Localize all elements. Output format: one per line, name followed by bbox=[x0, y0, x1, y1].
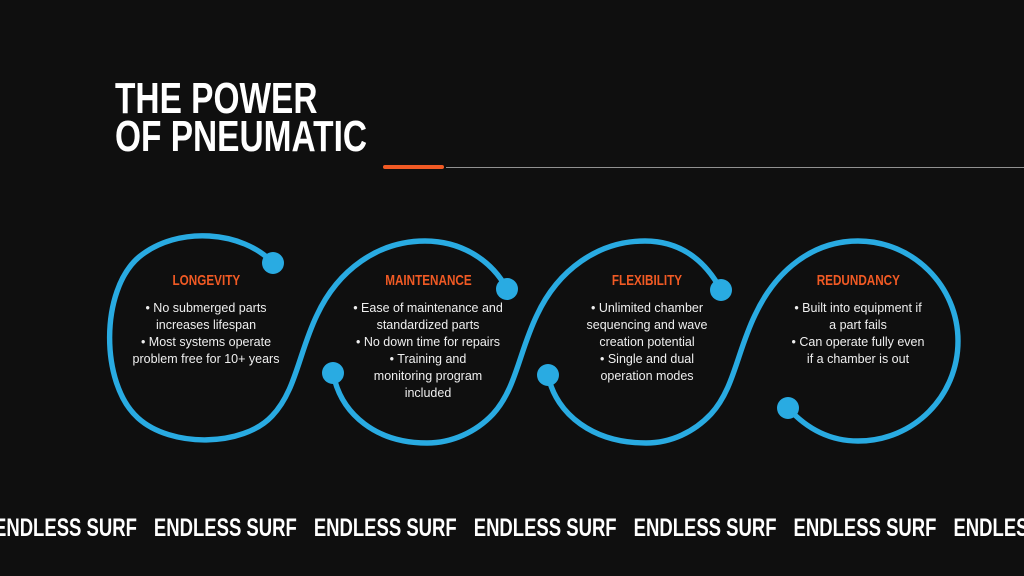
card-bullet-list: • No submerged parts increases lifespan • … bbox=[96, 300, 316, 368]
card-bullet-list: • Ease of maintenance and standardized pa… bbox=[318, 300, 538, 402]
card-bullet-line: • Ease of maintenance and bbox=[353, 301, 503, 315]
card-title-text: FLEXIBILITY bbox=[611, 272, 683, 289]
ticker-item: ENDLESS SURF bbox=[953, 514, 1024, 542]
card-title-text: MAINTENANCE bbox=[384, 272, 472, 289]
ticker-item: ENDLESS SURF bbox=[793, 514, 937, 542]
title-line-1: THE POWER bbox=[115, 74, 318, 123]
card-bullet-line: • Unlimited chamber bbox=[590, 301, 704, 315]
accent-underline bbox=[383, 165, 444, 169]
info-card-flexibility: FLEXIBILITY • Unlimited chamber sequencing… bbox=[537, 273, 757, 385]
divider-line bbox=[446, 166, 1024, 168]
ticker-item: ENDLESS SURF bbox=[0, 514, 137, 542]
curve-node-dot bbox=[777, 397, 799, 419]
title-line-2: OF PNEUMATIC bbox=[115, 112, 368, 161]
brand-ticker: ENDLESS SURF ENDLESS SURF ENDLESS SURF ENDL… bbox=[0, 513, 1024, 543]
card-bullet-line: standardized parts bbox=[376, 318, 480, 332]
card-title: LONGEVITY bbox=[96, 273, 316, 288]
card-bullet-line: problem free for 10+ years bbox=[132, 352, 280, 366]
card-bullet-line: operation modes bbox=[600, 369, 694, 383]
card-bullet-line: monitoring program bbox=[373, 369, 483, 383]
card-bullet-line: • No submerged parts bbox=[145, 301, 267, 315]
card-bullet-line: • Training and bbox=[389, 352, 467, 366]
card-bullet-list: • Built into equipment if a part fails • C… bbox=[748, 300, 968, 368]
card-bullet-line: • Can operate fully even bbox=[791, 335, 925, 349]
ticker-item: ENDLESS SURF bbox=[473, 514, 617, 542]
card-title-text: REDUNDANCY bbox=[816, 272, 900, 289]
page-title: THE POWER OF PNEUMATIC bbox=[115, 74, 368, 161]
card-bullet-line: included bbox=[404, 386, 452, 400]
info-card-maintenance: MAINTENANCE • Ease of maintenance and stan… bbox=[318, 273, 538, 402]
ticker-item: ENDLESS SURF bbox=[313, 514, 457, 542]
info-card-redundancy: REDUNDANCY • Built into equipment if a par… bbox=[748, 273, 968, 368]
card-bullet-line: • Built into equipment if bbox=[794, 301, 922, 315]
card-bullet-line: • Single and dual bbox=[599, 352, 695, 366]
ticker-item: ENDLESS SURF bbox=[153, 514, 297, 542]
card-bullet-line: increases lifespan bbox=[155, 318, 257, 332]
card-title: FLEXIBILITY bbox=[537, 273, 757, 288]
card-title-text: LONGEVITY bbox=[172, 272, 240, 289]
card-bullet-line: • Most systems operate bbox=[140, 335, 272, 349]
card-bullet-line: sequencing and wave bbox=[586, 318, 708, 332]
ticker-item: ENDLESS SURF bbox=[633, 514, 777, 542]
card-bullet-list: • Unlimited chamber sequencing and wave cr… bbox=[537, 300, 757, 385]
card-bullet-line: creation potential bbox=[599, 335, 695, 349]
card-bullet-line: if a chamber is out bbox=[806, 352, 910, 366]
curve-node-dot bbox=[262, 252, 284, 274]
info-card-longevity: LONGEVITY • No submerged parts increases l… bbox=[96, 273, 316, 368]
card-title: REDUNDANCY bbox=[748, 273, 968, 288]
card-title: MAINTENANCE bbox=[318, 273, 538, 288]
card-bullet-line: a part fails bbox=[829, 318, 887, 332]
card-bullet-line: • No down time for repairs bbox=[355, 335, 500, 349]
